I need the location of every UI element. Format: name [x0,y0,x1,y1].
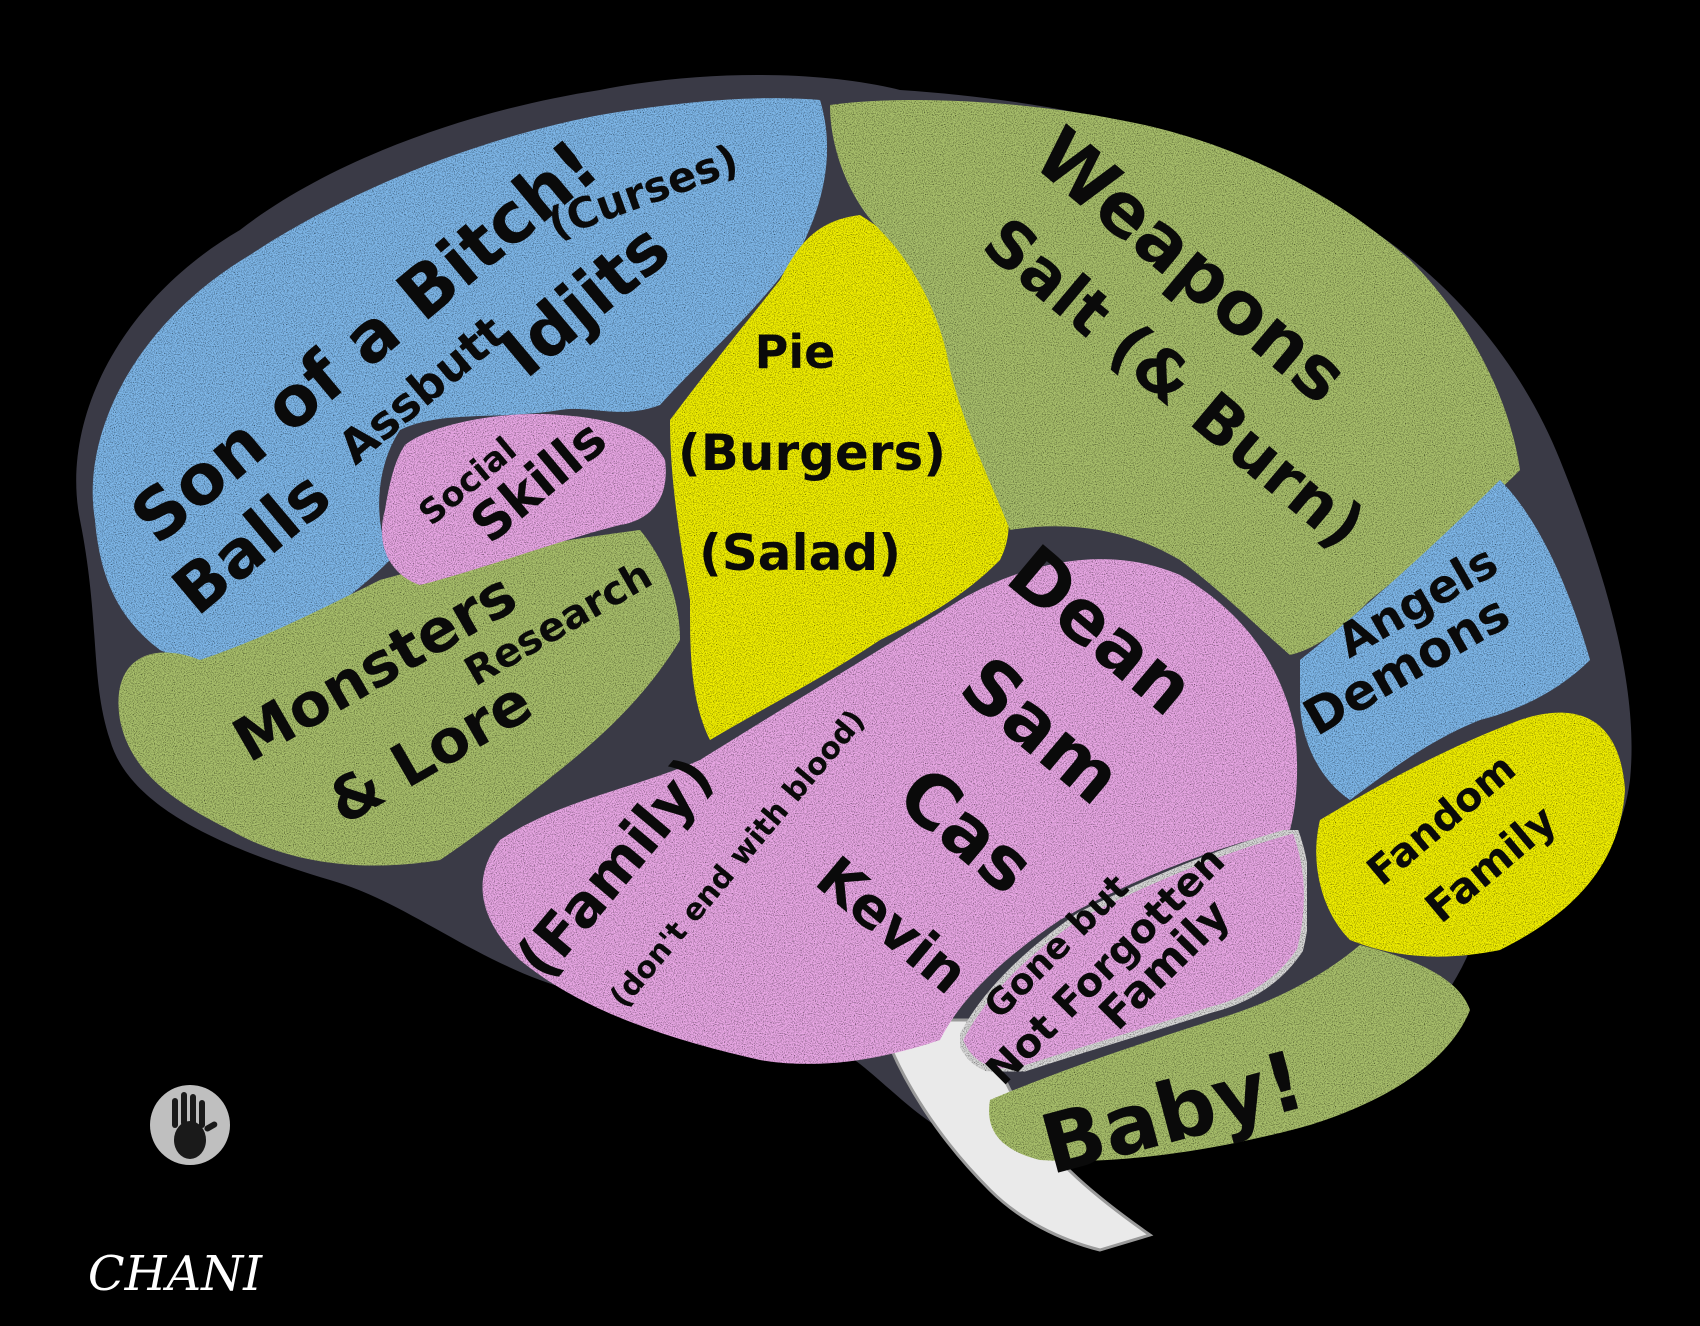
region-social [381,414,666,585]
food-salad: (Salad) [699,524,901,582]
food-burgers: (Burgers) [678,424,946,482]
region-weapons [830,100,1520,655]
handprint-shape [172,1092,218,1159]
signature-text: CHANI [88,1246,263,1302]
region-car [989,945,1470,1161]
region-curses [92,98,828,661]
region-family [482,559,1298,1064]
signature: CHANI [88,1085,263,1302]
region-memorial [956,826,1310,1075]
region-lore [118,530,680,866]
region-fandom [1316,712,1625,957]
region-supernatural [1300,480,1590,800]
region-food [670,215,1009,740]
food-pie: Pie [755,325,836,379]
